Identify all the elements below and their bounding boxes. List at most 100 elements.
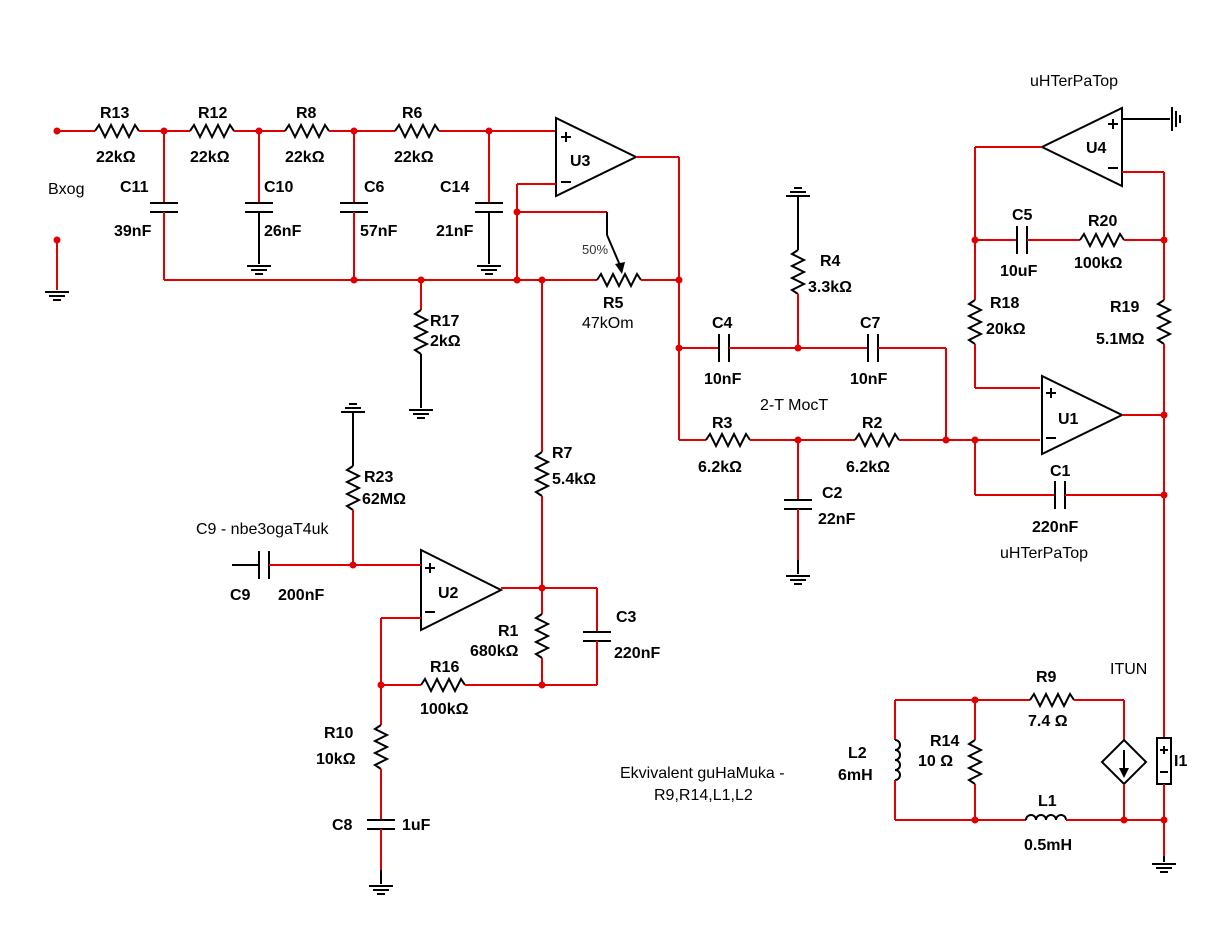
label-integrator-bottom: uHTerPaTop xyxy=(1000,545,1088,562)
opamp-u3 xyxy=(516,116,680,440)
label-r1-value: 680kΩ xyxy=(470,643,519,660)
label-l1-value: 0.5mH xyxy=(1024,837,1072,854)
label-c6-name: C6 xyxy=(364,179,385,196)
label-r2-value: 6.2kΩ xyxy=(846,459,890,476)
resistor-r19 xyxy=(1155,299,1173,345)
label-r4-name: R4 xyxy=(820,253,841,270)
resistor-r12 xyxy=(189,122,235,140)
ground-symbol xyxy=(247,265,271,275)
label-input: Bxog xyxy=(48,181,84,198)
label-r6-value: 22kΩ xyxy=(394,149,434,166)
label-r10-name: R10 xyxy=(324,725,353,742)
label-r9-value: 7.4 Ω xyxy=(1028,713,1068,730)
resistor-r14 xyxy=(966,739,984,785)
label-u3: U3 xyxy=(570,153,591,170)
label-l1-name: L1 xyxy=(1038,793,1057,810)
opamp-u1 xyxy=(974,374,1164,509)
label-r12-name: R12 xyxy=(198,105,227,122)
resistor-r18 xyxy=(966,299,984,345)
label-r13-value: 22kΩ xyxy=(96,149,136,166)
label-r1-name: R1 xyxy=(498,623,519,640)
inductor-l2 xyxy=(894,739,901,781)
label-l2-name: L2 xyxy=(848,745,867,762)
label-c6-value: 57nF xyxy=(360,223,398,240)
label-r8-name: R8 xyxy=(296,105,317,122)
ladder-filter xyxy=(57,122,597,281)
label-c8-value: 1uF xyxy=(402,817,431,834)
current-source-i1 xyxy=(1156,737,1172,785)
label-c8-name: C8 xyxy=(332,817,353,834)
label-u1: U1 xyxy=(1058,411,1079,428)
label-r12-value: 22kΩ xyxy=(190,149,230,166)
resistor-r16 xyxy=(420,676,466,694)
resistor-r7 xyxy=(533,280,551,588)
component-labels: R13 22kΩ R12 22kΩ R8 22kΩ R6 22kΩ C11 39… xyxy=(48,73,1187,854)
label-r23-name: R23 xyxy=(364,469,393,486)
label-equivalent-line1: Ekvivalent guHaMuka - xyxy=(620,765,785,782)
label-c14-value: 21nF xyxy=(436,223,474,240)
resistor-r10 xyxy=(372,724,390,770)
label-c9-value: 200nF xyxy=(278,587,324,604)
capacitor-c1 xyxy=(1054,481,1066,509)
capacitor-c7 xyxy=(867,334,879,362)
capacitor-c10 xyxy=(245,202,273,213)
potentiometer-r5 xyxy=(596,271,642,289)
label-u4: U4 xyxy=(1086,140,1107,157)
label-c7-name: C7 xyxy=(860,315,881,332)
resistor-r20 xyxy=(1079,231,1125,249)
inductor-l1 xyxy=(1025,814,1067,821)
resistor-r23 xyxy=(344,465,362,511)
opamp-u4 xyxy=(966,106,1181,738)
label-r18-value: 20kΩ xyxy=(986,321,1026,338)
load-equivalent xyxy=(894,691,1176,873)
capacitor-c14 xyxy=(475,202,503,213)
label-r20-value: 100kΩ xyxy=(1074,255,1123,272)
label-r10-value: 10kΩ xyxy=(316,751,356,768)
label-r18-name: R18 xyxy=(990,295,1019,312)
label-c4-value: 10nF xyxy=(704,371,742,388)
label-c1-name: C1 xyxy=(1050,463,1071,480)
label-r14-name: R14 xyxy=(930,733,959,750)
label-r7-value: 5.4kΩ xyxy=(552,471,596,488)
label-c14-name: C14 xyxy=(440,179,469,196)
input-terminal xyxy=(45,240,69,301)
label-c11-name: C11 xyxy=(120,179,149,196)
capacitor-c4 xyxy=(718,334,730,362)
label-r9-name: R9 xyxy=(1036,669,1057,686)
label-i1: I1 xyxy=(1174,753,1187,770)
resistor-r8 xyxy=(284,122,330,140)
capacitor-c6 xyxy=(340,202,368,213)
label-c10-value: 26nF xyxy=(264,223,302,240)
resistor-r9 xyxy=(1029,691,1075,709)
ground-symbol xyxy=(477,265,501,275)
label-r5-value: 47kOm xyxy=(582,315,634,332)
label-c9-note: C9 - nbe3ogaT4uk xyxy=(196,521,330,538)
label-l2-value: 6mH xyxy=(838,767,873,784)
capacitor-c2 xyxy=(784,499,812,510)
label-c1-value: 220nF xyxy=(1032,519,1078,536)
label-r19-name: R19 xyxy=(1110,299,1139,316)
label-c5-value: 10uF xyxy=(1000,263,1038,280)
label-r17-name: R17 xyxy=(430,313,459,330)
label-r19-value: 5.1MΩ xyxy=(1096,331,1145,348)
label-c5-name: C5 xyxy=(1012,207,1033,224)
capacitor-c9 xyxy=(258,551,270,579)
label-r2-name: R2 xyxy=(862,415,883,432)
label-twin-t: 2-T MocT xyxy=(760,397,828,414)
label-r4-value: 3.3kΩ xyxy=(808,279,852,296)
label-r17-value: 2kΩ xyxy=(430,333,461,350)
label-r14-value: 10 Ω xyxy=(918,753,953,770)
resistor-r6 xyxy=(394,122,440,140)
resistor-r13 xyxy=(94,122,140,140)
opamp-u2 xyxy=(232,403,611,895)
label-r3-value: 6.2kΩ xyxy=(698,459,742,476)
label-r6-name: R6 xyxy=(402,105,423,122)
label-r7-name: R7 xyxy=(552,445,573,462)
label-r5-percent: 50% xyxy=(582,242,608,257)
label-r5-name: R5 xyxy=(603,295,624,312)
label-r16-value: 100kΩ xyxy=(420,701,469,718)
label-r23-value: 62MΩ xyxy=(362,491,406,508)
resistor-r17 xyxy=(409,280,433,419)
